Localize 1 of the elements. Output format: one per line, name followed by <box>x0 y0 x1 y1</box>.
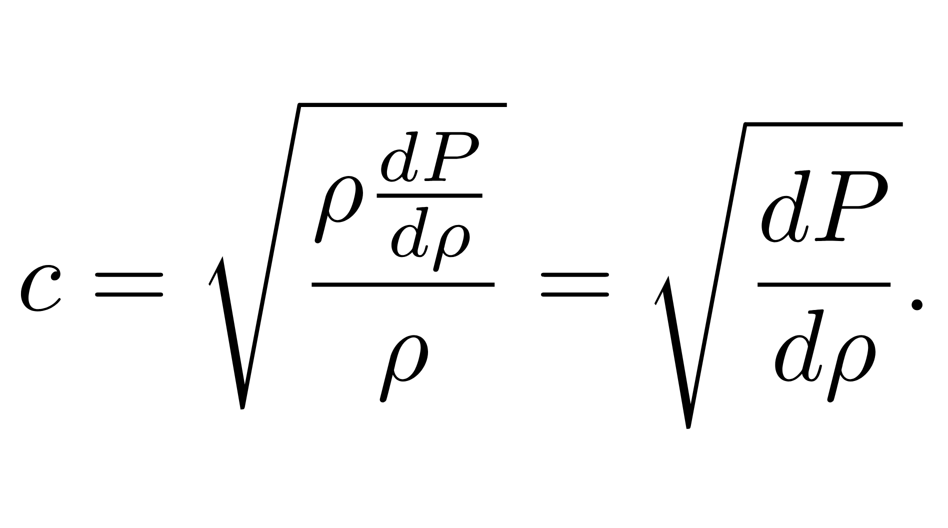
formula: $c = \sqrt{\frac{\rho \frac{dP}{d\rho}}{\rho}} = \sqrt{\frac{dP}{d\rho}}.$ <box>20 102 922 429</box>
